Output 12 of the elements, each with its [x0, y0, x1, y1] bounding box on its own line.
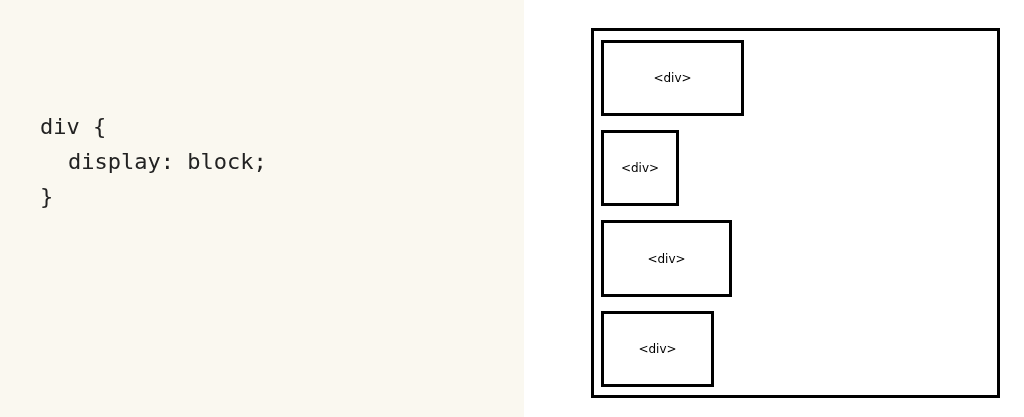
tag-label: <div> — [653, 71, 692, 85]
block-box — [601, 220, 732, 297]
block-box — [601, 130, 679, 206]
container-box — [591, 28, 1000, 398]
code-line: div { — [40, 114, 107, 140]
tag-label: <div> — [620, 161, 660, 175]
block-box — [601, 40, 744, 116]
block-box — [601, 311, 714, 387]
code-line: } — [40, 184, 54, 210]
code-line: display: block; — [68, 149, 267, 175]
tag-label: <div> — [647, 251, 686, 266]
tag-label: <div> — [638, 342, 677, 356]
